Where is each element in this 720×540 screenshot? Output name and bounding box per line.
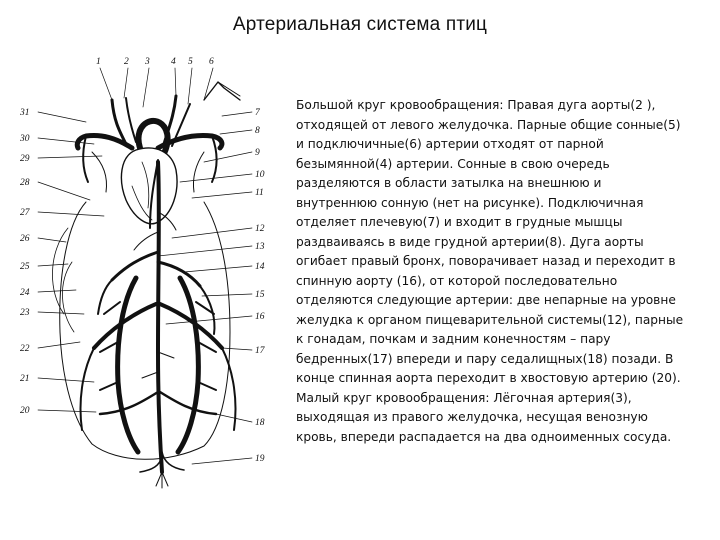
label-27: 27 xyxy=(20,208,31,218)
description-text: Большой круг кровообращения: Правая дуга… xyxy=(296,96,706,447)
text-line: отделяет плечевую(7) и входит в грудные … xyxy=(296,213,706,233)
label-26: 26 xyxy=(20,234,30,244)
page-title: Артериальная система птиц xyxy=(0,14,720,36)
label-15: 15 xyxy=(255,290,265,300)
label-16: 16 xyxy=(255,312,265,322)
label-24: 24 xyxy=(20,288,30,298)
label-25: 25 xyxy=(20,262,30,272)
text-line: и подключичные(6) артерии отходят от пар… xyxy=(296,135,706,155)
label-17: 17 xyxy=(255,346,266,356)
text-line: конце спинная аорта переходит в хвостову… xyxy=(296,369,706,389)
label-19: 19 xyxy=(255,454,265,464)
label-12: 12 xyxy=(255,224,265,234)
label-11: 11 xyxy=(255,188,264,198)
text-line: спинную аорту (16), от которой последова… xyxy=(296,272,706,292)
label-9: 9 xyxy=(255,148,260,158)
label-31: 31 xyxy=(19,108,30,118)
text-line: Малый круг кровообращения: Лёгочная арте… xyxy=(296,389,706,409)
text-line: безымянной(4) артерии. Сонные в свою оче… xyxy=(296,155,706,175)
text-line: выходящая из правого желудочка, несущая … xyxy=(296,408,706,428)
label-20: 20 xyxy=(20,406,30,416)
label-28: 28 xyxy=(20,178,30,188)
label-10: 10 xyxy=(255,170,265,180)
label-22: 22 xyxy=(20,344,30,354)
text-line: к гонадам, почкам и задним конечностям –… xyxy=(296,330,706,350)
label-4: 4 xyxy=(171,57,176,67)
text-line: отделяются следующие артерии: две непарн… xyxy=(296,291,706,311)
label-5: 5 xyxy=(188,57,193,67)
text-line: Большой круг кровообращения: Правая дуга… xyxy=(296,96,706,116)
text-line: желудка к органом пищеварительной систем… xyxy=(296,311,706,331)
text-line: бедренных(17) впереди и пару седалищных(… xyxy=(296,350,706,370)
label-2: 2 xyxy=(124,57,129,67)
label-8: 8 xyxy=(255,126,260,136)
label-7: 7 xyxy=(255,108,261,118)
label-3: 3 xyxy=(144,57,150,67)
label-18: 18 xyxy=(255,418,265,428)
text-line: отходящей от левого желудочка. Парные об… xyxy=(296,116,706,136)
label-21: 21 xyxy=(20,374,30,384)
label-13: 13 xyxy=(255,242,265,252)
text-line: внутреннюю сонную (нет на рисунке). Подк… xyxy=(296,194,706,214)
text-line: разделяются в области затылка на внешнюю… xyxy=(296,174,706,194)
text-line: огибает правый бронх, поворачивает назад… xyxy=(296,252,706,272)
label-6: 6 xyxy=(209,57,214,67)
label-14: 14 xyxy=(255,262,265,272)
label-29: 29 xyxy=(20,154,30,164)
text-line: кровь, впереди распадается на два одноим… xyxy=(296,428,706,448)
diagram-svg: 1 2 3 4 5 6 7 8 9 10 11 12 13 14 15 16 1… xyxy=(8,52,290,492)
text-line: раздваиваясь в виде грудной артерии(8). … xyxy=(296,233,706,253)
bird-arterial-system-diagram: 1 2 3 4 5 6 7 8 9 10 11 12 13 14 15 16 1… xyxy=(8,52,290,492)
label-1: 1 xyxy=(96,57,101,67)
label-23: 23 xyxy=(20,308,30,318)
label-30: 30 xyxy=(19,134,30,144)
